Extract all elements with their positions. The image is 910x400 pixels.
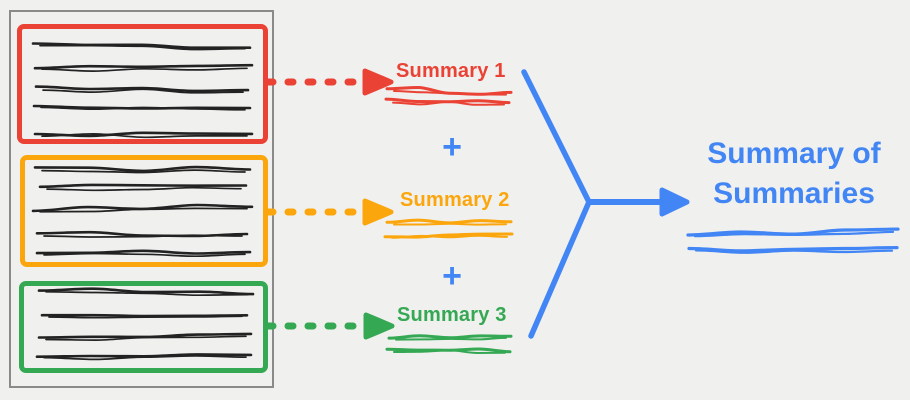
scribble-line xyxy=(395,336,507,341)
orange-dashed-arrow-icon xyxy=(264,198,394,226)
scribble-line xyxy=(393,222,507,226)
summary-2-scribble xyxy=(383,218,514,239)
plus-operator-1: + xyxy=(442,128,462,166)
summary-3-scribble xyxy=(385,334,513,355)
summary-2-label: Summary 2 xyxy=(400,189,510,211)
summary-1-label: Summary 1 xyxy=(396,60,506,82)
document-section-3 xyxy=(19,281,268,373)
scribble-line xyxy=(694,249,894,254)
result-scribble xyxy=(686,227,900,254)
scribble-line xyxy=(385,347,512,354)
summary-3-label: Summary 3 xyxy=(397,304,507,326)
scribble-line xyxy=(687,246,899,253)
document-section-1 xyxy=(17,24,268,144)
scribble-line xyxy=(393,90,507,96)
scribble-line xyxy=(384,97,511,105)
scribble-line xyxy=(385,85,513,96)
green-dashed-arrow-icon xyxy=(264,312,395,340)
document-section-2 xyxy=(20,155,268,267)
red-dashed-arrow-icon xyxy=(264,68,394,96)
scribble-line xyxy=(383,232,514,239)
scribble-line xyxy=(385,218,513,225)
result-title: Summary of Summaries xyxy=(707,137,881,210)
scribble-line xyxy=(686,227,900,237)
scribble-line xyxy=(392,100,505,106)
plus-operator-2: + xyxy=(442,257,462,295)
source-document xyxy=(9,10,274,388)
merge-arrow-icon xyxy=(521,69,690,339)
scribble-line xyxy=(391,234,508,239)
scribble-line xyxy=(387,334,513,340)
scribble-line xyxy=(693,230,895,238)
summary-1-scribble xyxy=(384,85,513,106)
scribble-line xyxy=(393,349,506,355)
